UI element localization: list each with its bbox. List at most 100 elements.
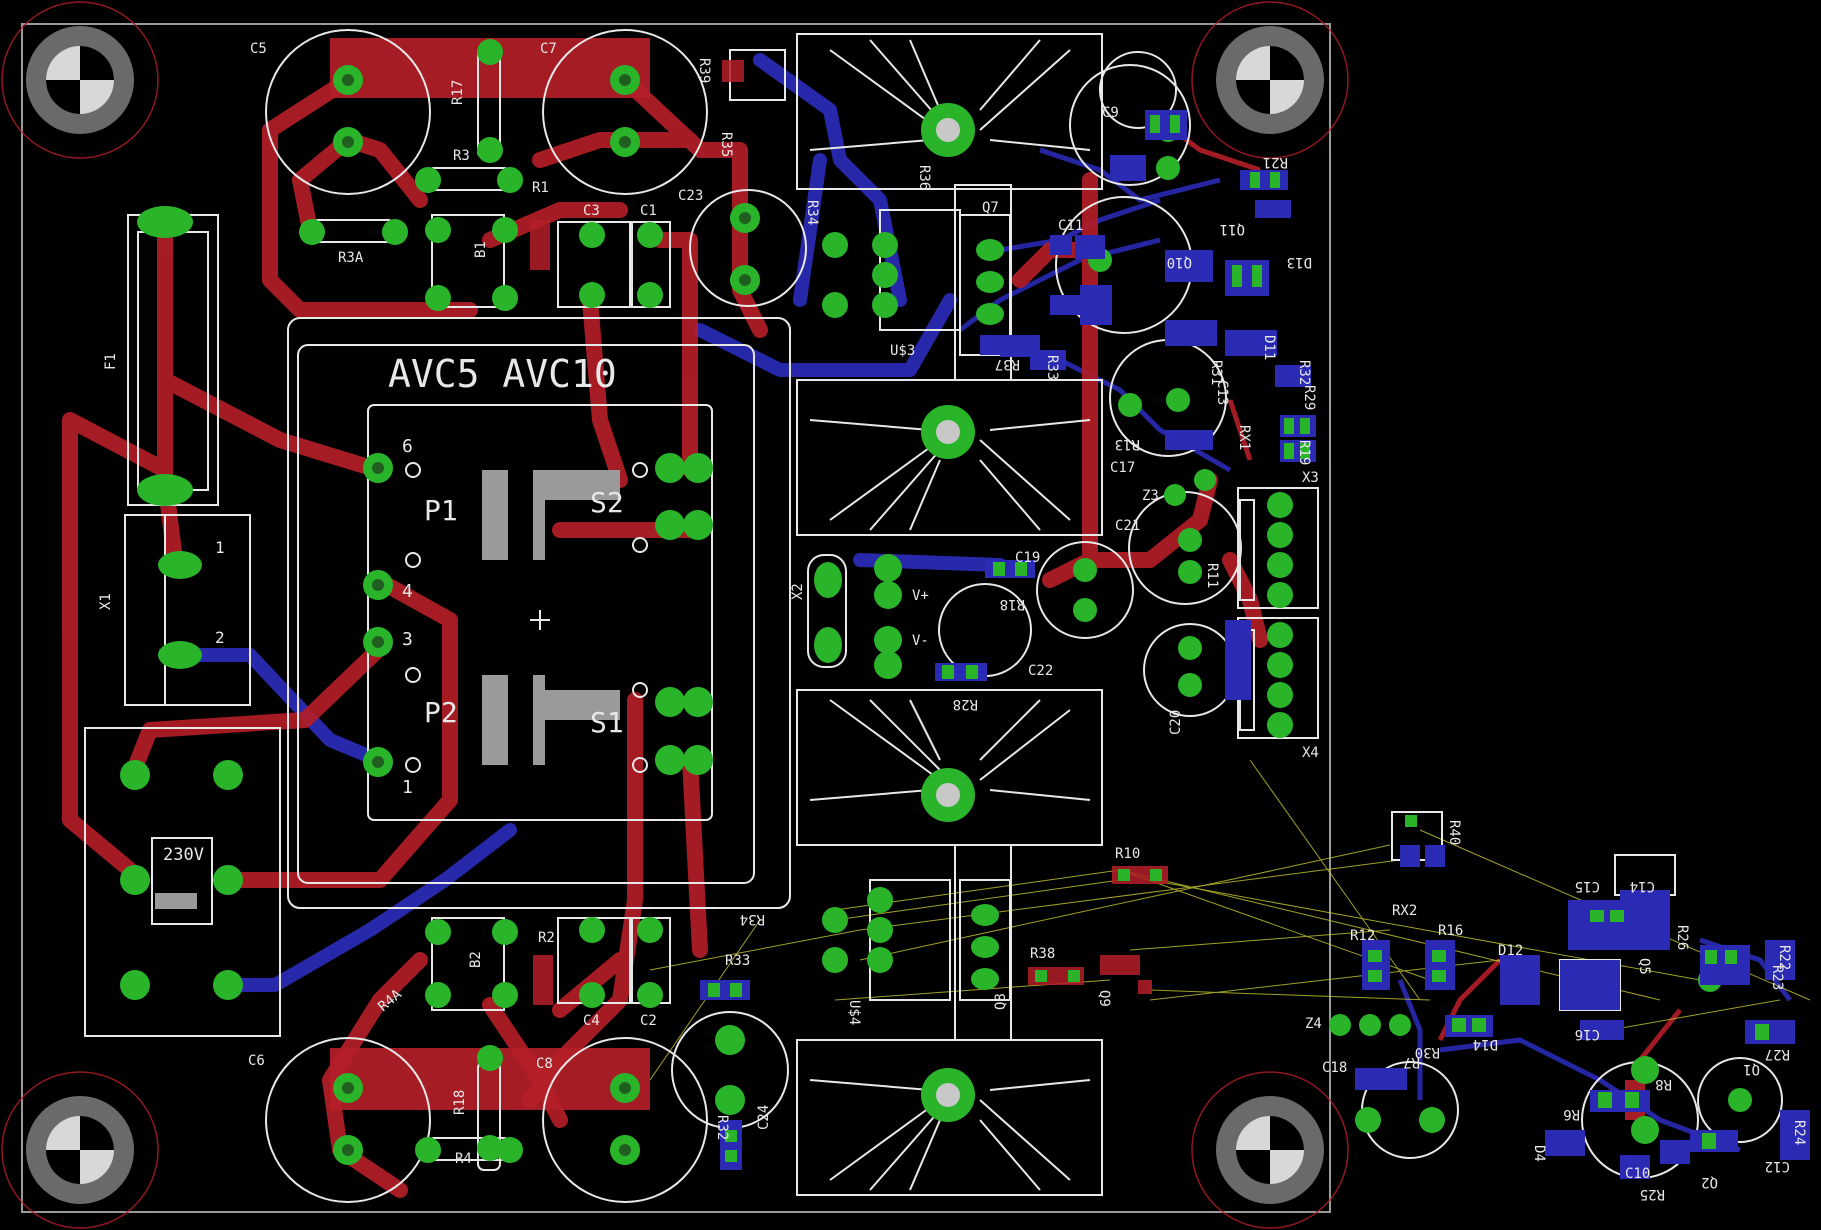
pad-drill-holes bbox=[342, 74, 751, 1156]
designator: R38 bbox=[1030, 946, 1055, 962]
designator: R40 bbox=[1446, 820, 1462, 845]
designator: R12 bbox=[1350, 928, 1375, 944]
designator: X4 bbox=[1302, 745, 1319, 761]
designator: R35 bbox=[718, 132, 734, 157]
designator: R19 bbox=[1296, 440, 1312, 465]
designator: C24 bbox=[756, 1105, 772, 1130]
designator: F1 bbox=[103, 353, 119, 370]
designator: R13 bbox=[1115, 436, 1140, 452]
designator: C3 bbox=[583, 203, 600, 219]
heatsink-mounting-pads bbox=[921, 103, 975, 1122]
designator: C13 bbox=[1214, 380, 1230, 405]
designator: R11 bbox=[1204, 563, 1220, 588]
designator: Q10 bbox=[1167, 254, 1192, 270]
x1-pin2-label: 2 bbox=[215, 628, 225, 647]
designator: V+ bbox=[912, 588, 929, 604]
designator: R8 bbox=[1655, 1076, 1672, 1092]
designator: R22 bbox=[1776, 945, 1792, 970]
designator: C7 bbox=[540, 41, 557, 57]
component-designators: C5 C7 R39 R17 R3 R1 R3A B1 C3 C1 C23 R35… bbox=[98, 41, 1807, 1202]
designator: R27 bbox=[1765, 1046, 1790, 1062]
designator: R18 bbox=[1000, 596, 1025, 612]
designator: R34 bbox=[740, 911, 765, 927]
designator: R33 bbox=[1044, 355, 1060, 380]
designator: X1 bbox=[98, 593, 114, 610]
designator: C16 bbox=[1575, 1026, 1600, 1042]
designator: C5 bbox=[250, 41, 267, 57]
designator: Q11 bbox=[1220, 221, 1245, 237]
designator: R30 bbox=[1415, 1044, 1440, 1060]
designator: R1 bbox=[532, 180, 549, 196]
mounting-hole-bottom-left bbox=[1, 1071, 159, 1229]
silkscreen-text: AVC5 AVC10 P1 P2 S1 S2 6 4 3 1 230V 1 2 bbox=[163, 352, 624, 865]
designator: C18 bbox=[1322, 1060, 1347, 1076]
designator: C23 bbox=[678, 188, 703, 204]
mains-voltage-label: 230V bbox=[163, 845, 204, 865]
designator: V- bbox=[912, 633, 929, 649]
designator: D12 bbox=[1498, 943, 1523, 959]
designator: R10 bbox=[1115, 846, 1140, 862]
designator: R7 bbox=[1403, 1054, 1420, 1070]
transformer-pin-holes bbox=[405, 462, 648, 773]
designator: U$4 bbox=[846, 1000, 862, 1025]
designator: R18 bbox=[452, 1090, 468, 1115]
designator: RX1 bbox=[1236, 425, 1252, 450]
designator: R32 bbox=[1296, 360, 1312, 385]
designator: U$3 bbox=[890, 343, 915, 359]
pin-number-4: 4 bbox=[402, 581, 413, 602]
designator: R32 bbox=[714, 1115, 730, 1140]
designator: D14 bbox=[1473, 1036, 1498, 1052]
designator: R39 bbox=[696, 58, 712, 83]
designator: C11 bbox=[1058, 218, 1083, 234]
designator: C9 bbox=[1102, 105, 1119, 121]
designator: C2 bbox=[640, 1013, 657, 1029]
pin-number-3: 3 bbox=[402, 629, 413, 650]
designator: C8 bbox=[536, 1056, 553, 1072]
designator: C4 bbox=[583, 1013, 600, 1029]
designator: R23 bbox=[1769, 965, 1785, 990]
designator: R4 bbox=[455, 1151, 472, 1167]
designator: X2 bbox=[790, 583, 806, 600]
pin-number-1: 1 bbox=[402, 777, 413, 798]
designator: R37 bbox=[995, 356, 1020, 372]
designator: R3A bbox=[338, 250, 364, 266]
designator: R31 bbox=[1208, 360, 1224, 385]
designator: C17 bbox=[1110, 460, 1135, 476]
transformer-core-blocks bbox=[155, 470, 620, 909]
designator: R25 bbox=[1640, 1186, 1665, 1202]
designator: X3 bbox=[1302, 470, 1319, 486]
pin-number-6: 6 bbox=[402, 436, 413, 457]
designator: R24 bbox=[1791, 1120, 1807, 1145]
designator: Q5 bbox=[1636, 958, 1652, 975]
top-copper-pours bbox=[330, 38, 1645, 1120]
winding-label-p1: P1 bbox=[424, 494, 458, 527]
designator: D11 bbox=[1261, 335, 1277, 360]
designator: D13 bbox=[1287, 254, 1312, 270]
designator: Q2 bbox=[1701, 1174, 1718, 1190]
winding-label-p2: P2 bbox=[424, 696, 458, 729]
designator: C20 bbox=[1168, 710, 1184, 735]
designator: R3 bbox=[453, 148, 470, 164]
designator: D4 bbox=[1531, 1145, 1547, 1162]
designator: Z4 bbox=[1305, 1016, 1322, 1032]
board-outline bbox=[21, 23, 1331, 1213]
designator: R17 bbox=[450, 80, 466, 105]
designator: RX2 bbox=[1392, 903, 1417, 919]
designator: R34 bbox=[804, 200, 820, 225]
designator: C12 bbox=[1765, 1158, 1790, 1174]
designator: R36 bbox=[916, 165, 932, 190]
designator: B2 bbox=[468, 951, 484, 968]
winding-label-s1: S1 bbox=[590, 706, 624, 739]
designator: R29 bbox=[1301, 385, 1317, 410]
x1-pin1-label: 1 bbox=[215, 538, 225, 557]
designator: R33 bbox=[725, 953, 750, 969]
designator: Q8 bbox=[993, 993, 1009, 1010]
designator: Z3 bbox=[1142, 488, 1159, 504]
designator: R28 bbox=[953, 696, 978, 712]
winding-label-s2: S2 bbox=[590, 486, 624, 519]
designator: C22 bbox=[1028, 663, 1053, 679]
board-title: AVC5 AVC10 bbox=[388, 352, 617, 396]
silkscreen-outlines bbox=[84, 29, 1783, 1203]
designator: Q1 bbox=[1743, 1061, 1760, 1077]
